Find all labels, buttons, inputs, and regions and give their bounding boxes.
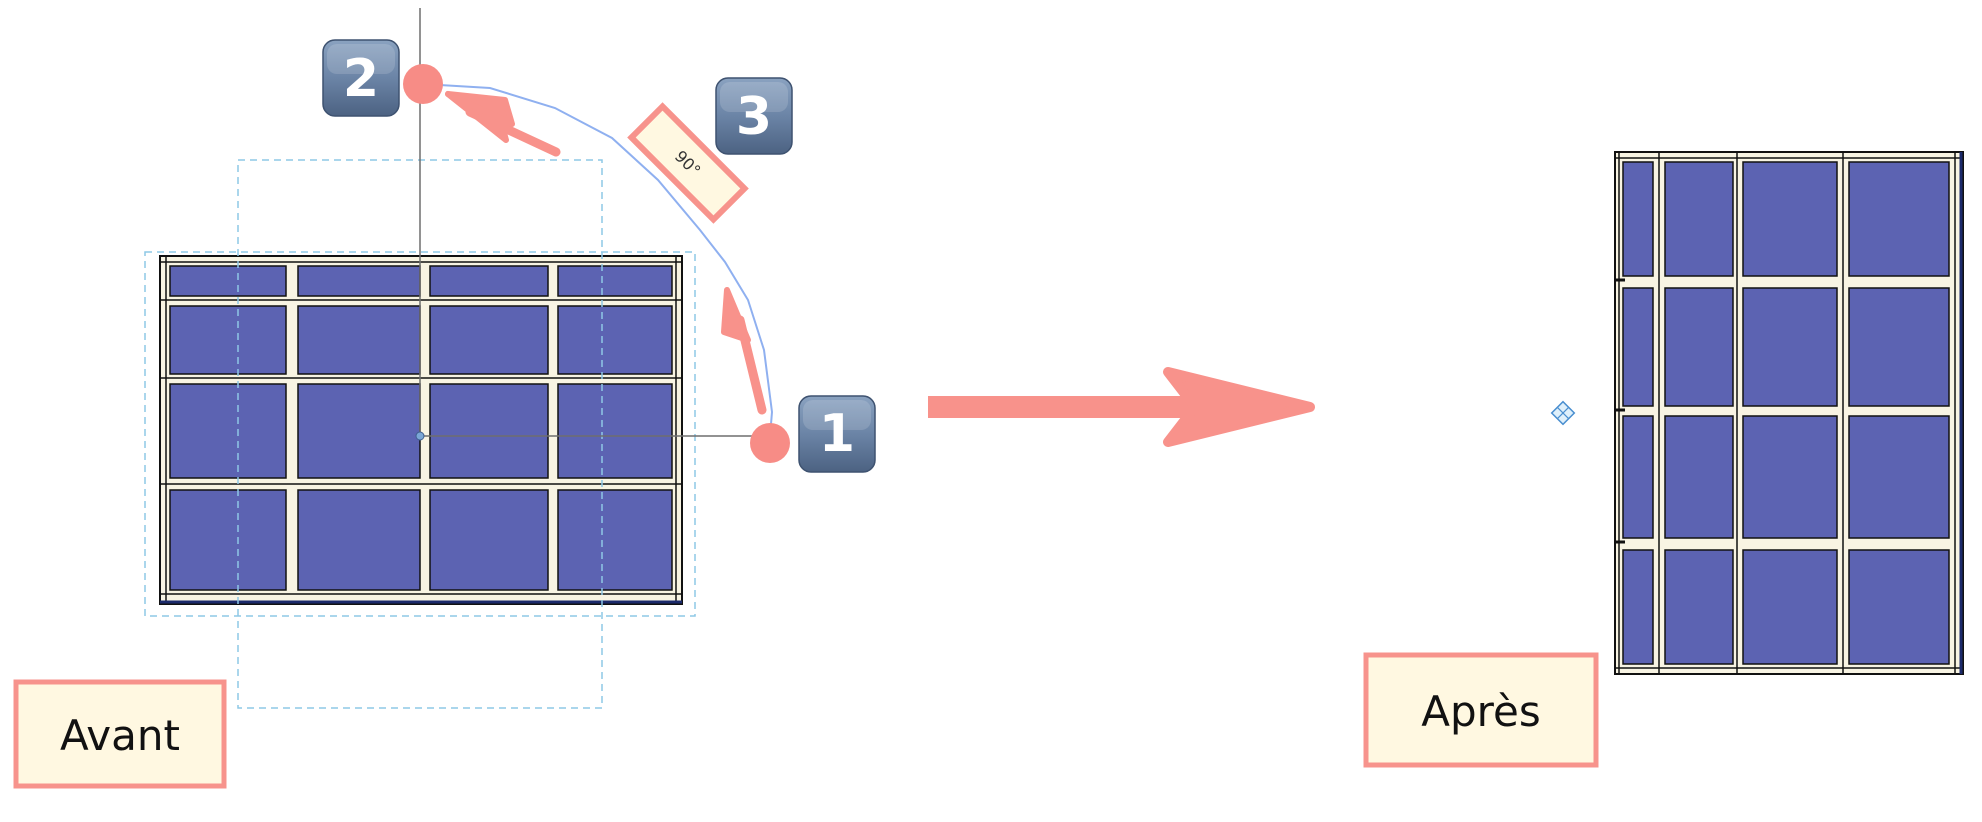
rotation-arrow-lower	[721, 287, 767, 415]
angle-tag: 90°	[627, 102, 749, 224]
rotation-handle-start[interactable]	[750, 423, 790, 463]
before-label-box: Avant	[13, 679, 227, 789]
window-after	[1614, 151, 1964, 675]
step-badge-1: 1	[798, 395, 876, 473]
rotation-handle-end[interactable]	[403, 64, 443, 104]
step-number-1: 1	[819, 404, 855, 464]
before-label: Avant	[60, 711, 180, 760]
transition-arrow	[928, 367, 1315, 447]
rotation-arrow-upper	[445, 91, 561, 157]
step-number-3: 3	[736, 87, 772, 147]
step-number-2: 2	[343, 49, 379, 109]
after-label: Après	[1421, 687, 1540, 736]
object-marker-icon	[1550, 400, 1576, 426]
step-badge-2: 2	[322, 39, 400, 117]
step-badge-3: 3	[715, 77, 793, 155]
window-before	[159, 255, 683, 605]
after-label-box: Après	[1363, 652, 1599, 768]
pivot-point	[415, 431, 425, 441]
rotation-arc	[422, 83, 774, 437]
